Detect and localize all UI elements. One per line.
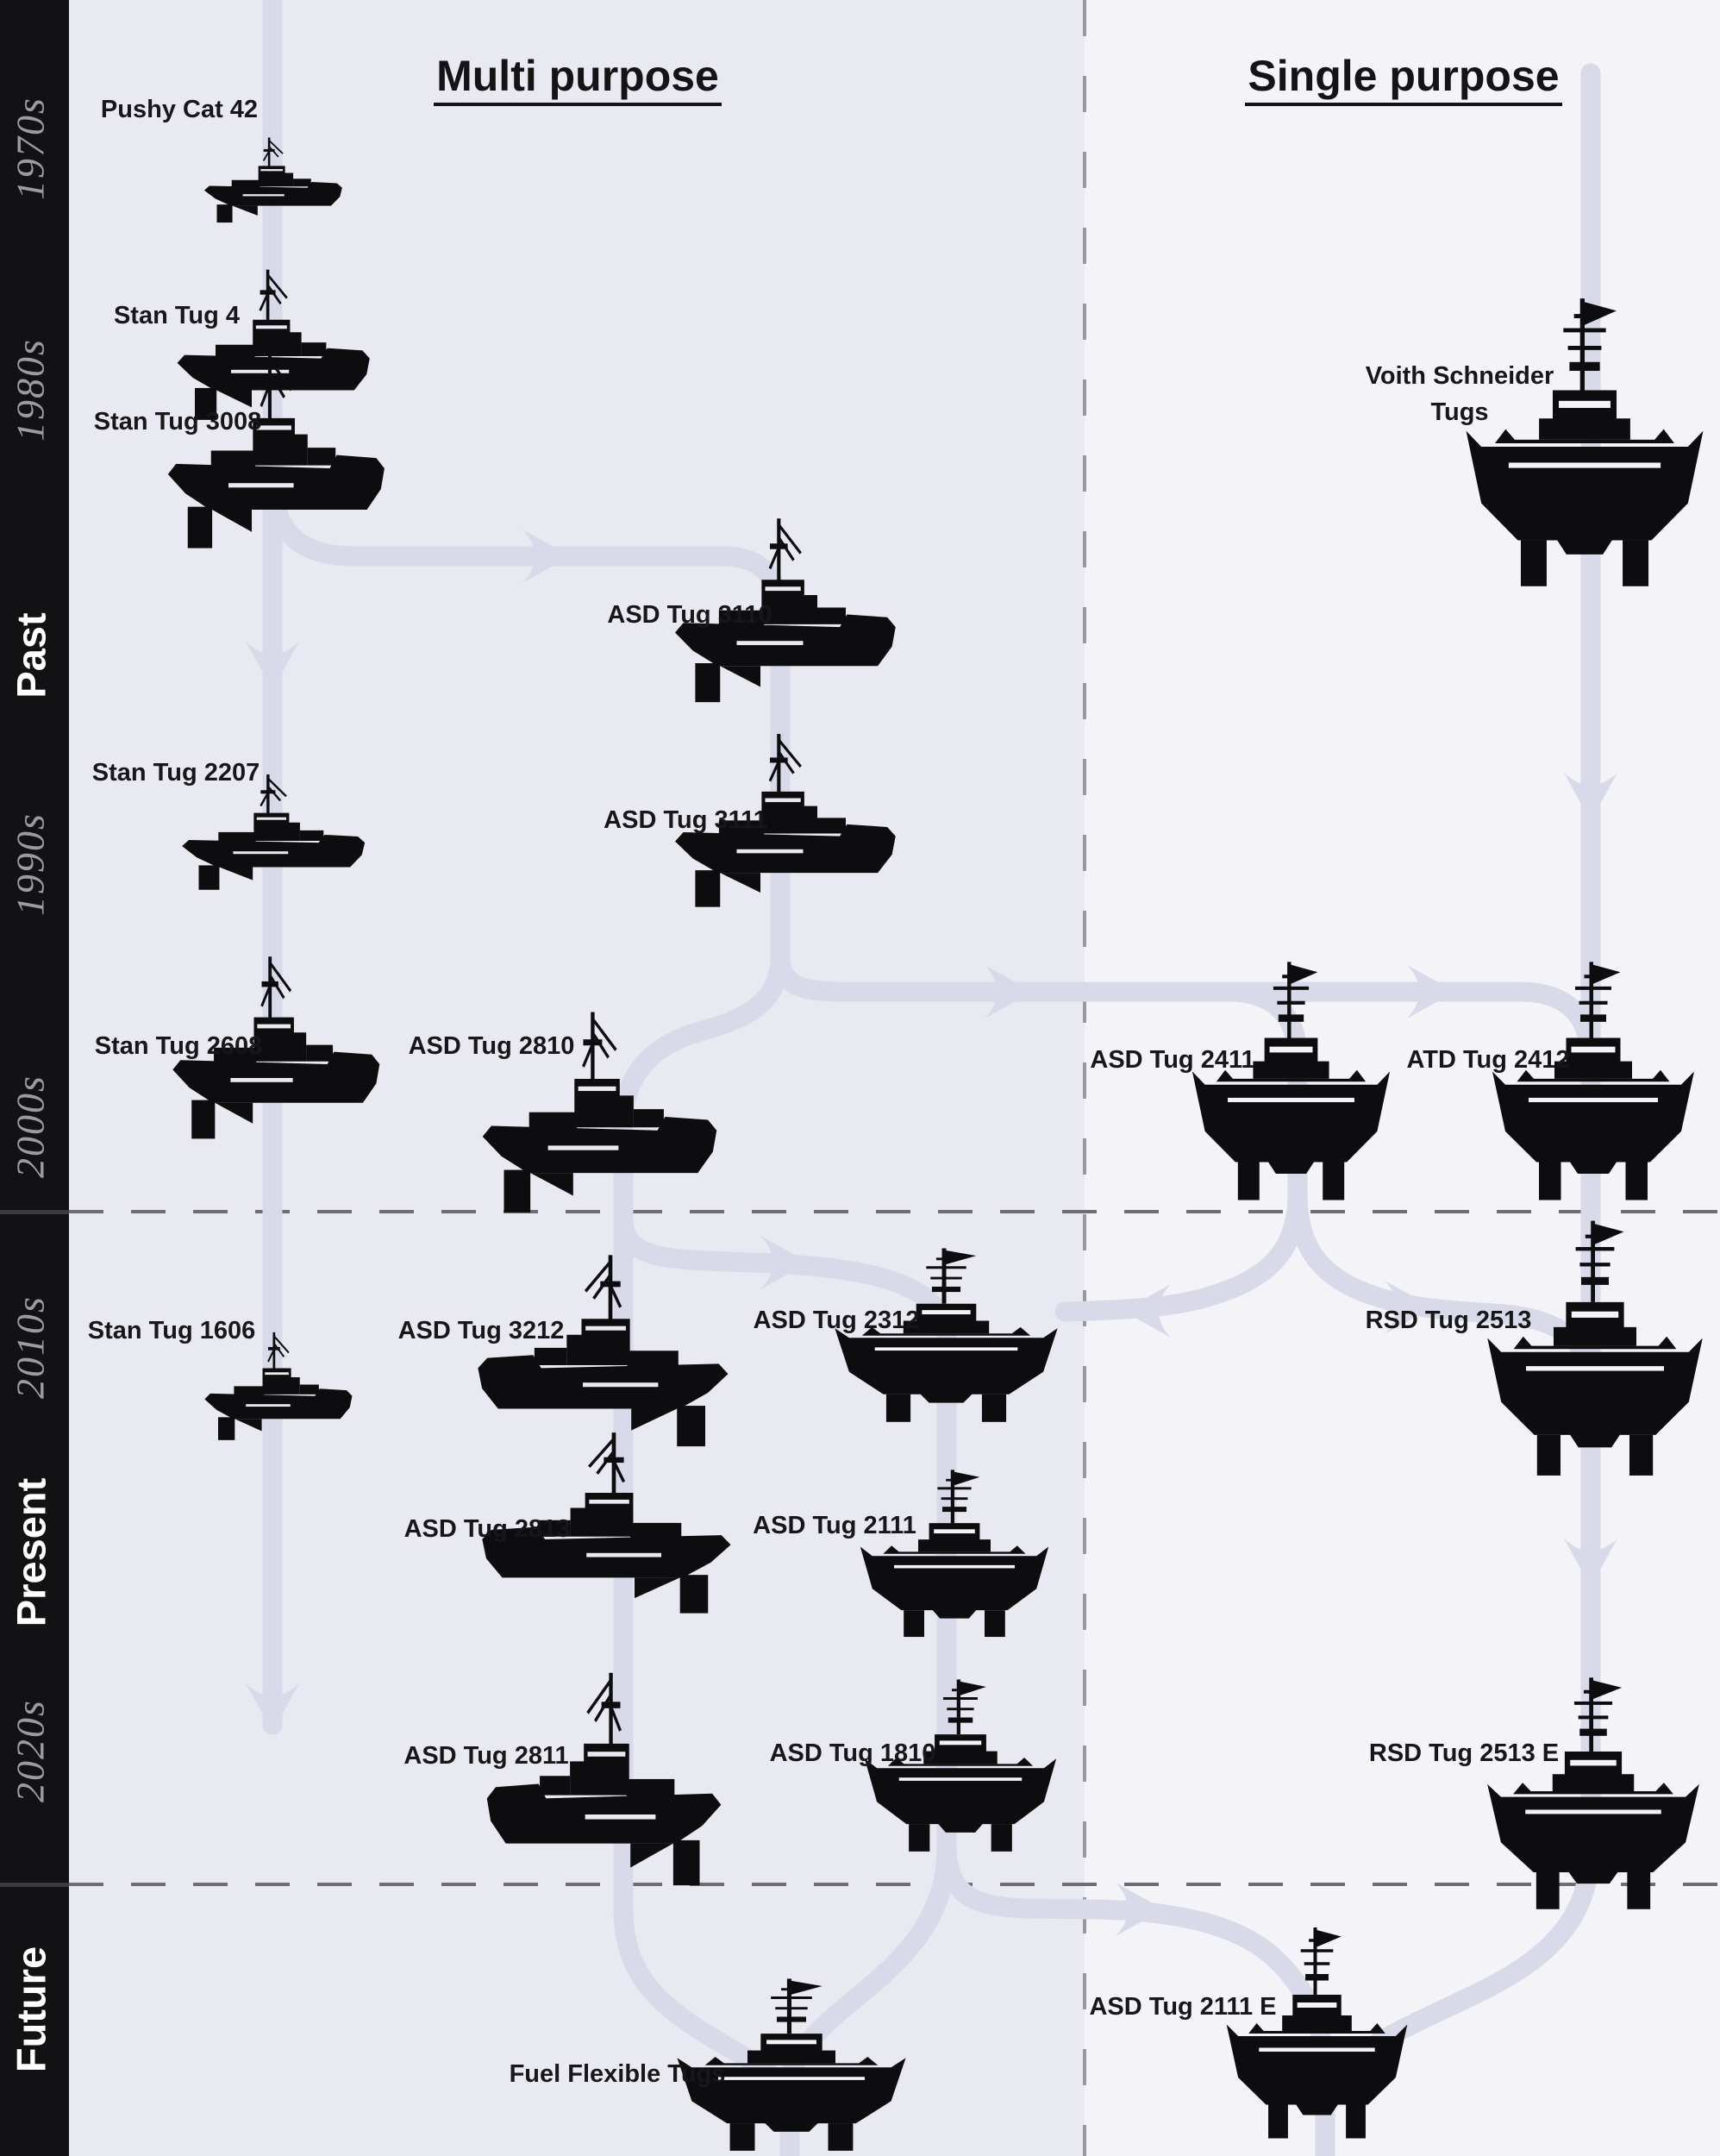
label-asd-tug-2813: ASD Tug 2813 [404,1515,571,1543]
label-asd-tug-2111: ASD Tug 2111 [753,1512,916,1539]
single-purpose-title: Single purpose [1248,52,1559,100]
label-stan-tug-1606: Stan Tug 1606 [88,1317,255,1344]
sidebar-seam-1 [0,1210,69,1214]
multi-purpose-title: Multi purpose [436,52,719,100]
decade-label-2000s: 2000s [9,1075,53,1178]
decade-label-2010s: 2010s [9,1295,53,1399]
label-rsd-tug-2513: RSD Tug 2513 [1366,1307,1532,1334]
label-pushy-cat-42: Pushy Cat 42 [101,96,258,123]
era-label-past: Past [8,612,53,699]
label-asd-tug-2312: ASD Tug 2312 [754,1307,920,1334]
label-rsd-tug-2513-e: RSD Tug 2513 E [1369,1739,1559,1767]
decade-label-1970s: 1970s [9,97,53,200]
sidebar-bar [0,0,69,2156]
label-asd-tug-2411: ASD Tug 2411 [1090,1046,1254,1074]
label-asd-tug-2811: ASD Tug 2811 [403,1742,568,1770]
label-asd-tug-3110: ASD Tug 3110 [607,601,772,629]
label-voith-schneider-tugs-line2: Tugs [1430,398,1488,426]
decade-label-1980s: 1980s [9,338,53,442]
label-fuel-flexible-tugs: Fuel Flexible Tugs [510,2060,726,2088]
label-asd-tug-3212: ASD Tug 3212 [398,1317,565,1344]
label-stan-tug-2608: Stan Tug 2608 [95,1032,262,1060]
label-voith-schneider-tugs: Voith Schneider [1366,362,1554,390]
label-asd-tug-1810: ASD Tug 1810 [770,1739,936,1767]
sidebar-seam-2 [0,1883,69,1887]
label-stan-tug-3008: Stan Tug 3008 [94,408,261,436]
timeline-sidebar: 1970s 1980s 1990s 2000s 2010s 2020s PastPresen… [0,0,69,2156]
decade-label-2020s: 2020s [9,1699,53,1802]
decade-label-1990s: 1990s [9,812,53,916]
label-asd-tug-3111: ASD Tug 3111 [604,806,767,834]
label-asd-tug-2810: ASD Tug 2810 [409,1032,575,1060]
label-stan-tug-4: Stan Tug 4 [114,302,240,329]
label-atd-tug-2412: ATD Tug 2412 [1406,1046,1569,1074]
era-label-present: Present [8,1477,53,1626]
label-asd-tug-2111-e: ASD Tug 2111 E [1089,1993,1276,2021]
label-stan-tug-2207: Stan Tug 2207 [92,759,260,787]
era-label-future: Future [8,1946,53,2072]
